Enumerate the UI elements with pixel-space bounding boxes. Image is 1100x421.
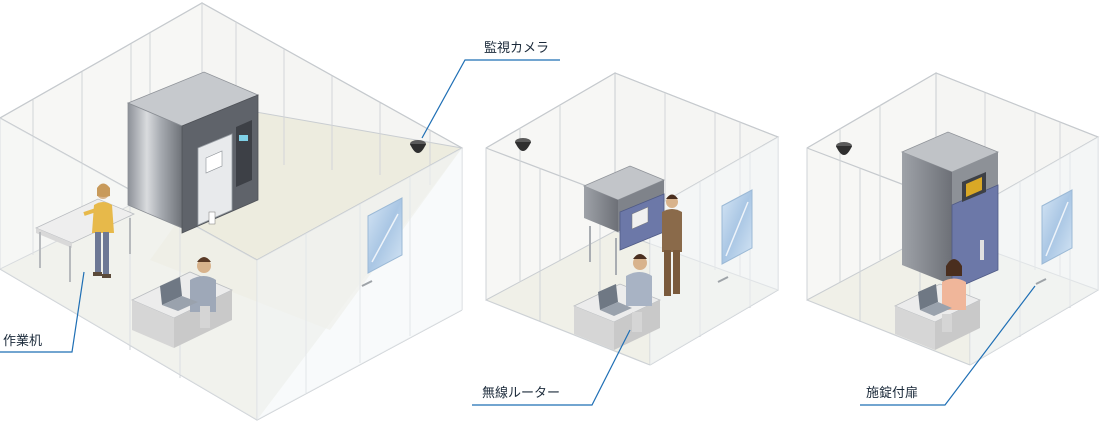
callout-line-camera bbox=[421, 59, 560, 139]
room-large bbox=[0, 2, 464, 421]
room-right bbox=[806, 72, 1100, 366]
person-seated-large-room bbox=[131, 257, 233, 348]
surveillance-camera-icon bbox=[410, 140, 426, 153]
label-desk: 作業机 bbox=[3, 334, 43, 349]
callout-line-door bbox=[860, 285, 1036, 406]
environmental-chamber-middle bbox=[582, 165, 666, 275]
person-standing-middle bbox=[662, 194, 682, 296]
callout-lines bbox=[0, 59, 1036, 406]
label-door: 施錠付扉 bbox=[866, 386, 919, 401]
label-router: 無線ルーター bbox=[482, 386, 561, 401]
callout-line-router bbox=[472, 329, 631, 406]
callout-line-desk bbox=[0, 271, 85, 353]
environmental-chamber-right bbox=[900, 131, 1000, 291]
person-standing bbox=[83, 183, 114, 278]
room-middle bbox=[485, 72, 780, 366]
surveillance-camera-icon bbox=[836, 142, 852, 155]
person-seated-middle-room bbox=[573, 254, 661, 350]
person-seated-right-room bbox=[894, 259, 981, 350]
surveillance-camera-icon bbox=[515, 138, 531, 151]
environmental-chamber-large bbox=[126, 71, 260, 234]
label-camera: 監視カメラ bbox=[484, 41, 550, 56]
